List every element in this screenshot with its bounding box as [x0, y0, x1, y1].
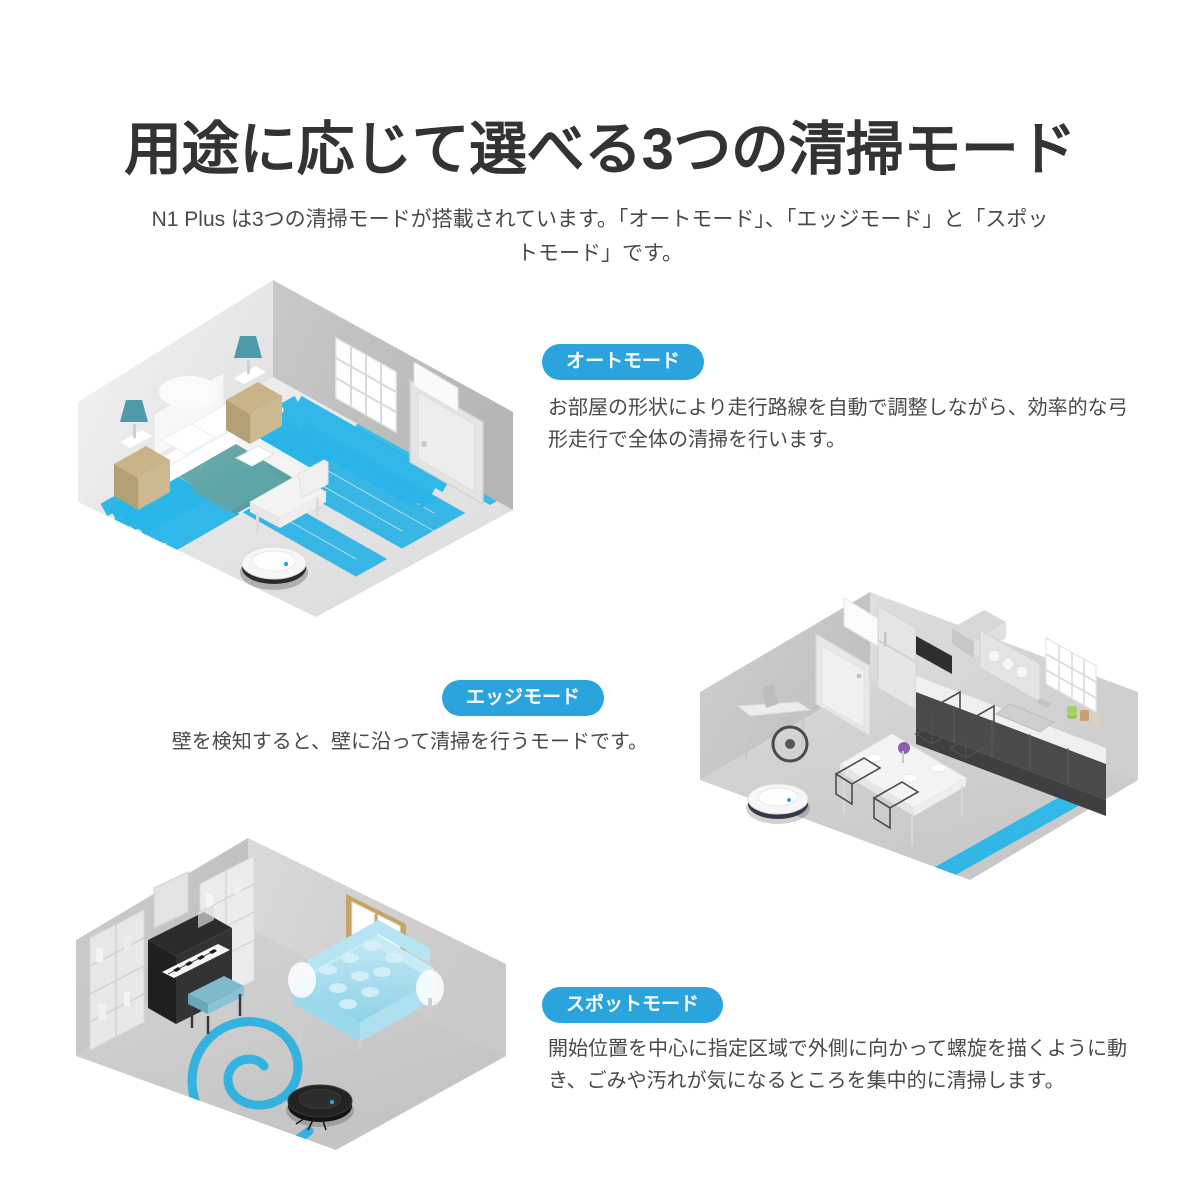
bar-cart — [736, 684, 812, 763]
bookshelf-left — [89, 909, 145, 1051]
description-spot-mode: 開始位置を中心に指定区域で外側に向かって螺旋を描くように動き、ごみや汚れが気にな… — [548, 1038, 1127, 1093]
description-edge-mode: 壁を検知すると、壁に沿って清掃を行うモードです。 — [171, 731, 648, 753]
bedroom-isometric-svg — [78, 280, 513, 617]
counter-jars — [1067, 706, 1101, 726]
page-subtitle: N1 Plus は3つの清掃モードが搭載されています。「オートモード」、「エッジ… — [151, 208, 1049, 266]
nightstand-left — [114, 446, 170, 510]
robot-vacuum — [746, 783, 810, 824]
robot-vacuum — [286, 1084, 354, 1131]
page-title: 用途に応じて選べる3つの清掃モード — [124, 116, 1076, 182]
door-icon — [815, 597, 885, 738]
room-right-wall — [870, 592, 1138, 780]
dining-chairs — [834, 690, 996, 830]
badge-edge-mode: エッジモード — [442, 680, 605, 716]
window-icon — [335, 336, 397, 434]
window-icon — [1045, 636, 1097, 714]
description-auto-mode: お部屋の形状により走行路線を自動で調整しながら、効率的な弓形走行で全体の清掃を行… — [548, 397, 1128, 452]
wall-picture-frame — [153, 871, 189, 929]
badge-auto-mode: オートモード — [542, 344, 705, 380]
illustration-kitchen-edge-mode — [688, 588, 1150, 880]
sofa — [288, 920, 444, 1050]
nightstand-right — [226, 382, 282, 444]
lamp-right — [234, 336, 266, 384]
dining-table — [839, 733, 967, 846]
piano-bench — [188, 976, 244, 1034]
sink — [994, 698, 1056, 733]
room-left-wall — [700, 592, 870, 780]
robot-vacuum — [240, 546, 308, 590]
living-isometric-svg — [76, 838, 506, 1150]
door-icon — [409, 361, 484, 506]
badge-spot-mode: スポットモード — [542, 987, 724, 1023]
kitchen-isometric-svg — [700, 592, 1138, 880]
lamp-left — [120, 400, 152, 448]
illustration-living-spot-mode — [58, 828, 530, 1150]
bench — [248, 459, 329, 532]
illustration-bedroom-auto-mode — [58, 252, 533, 617]
